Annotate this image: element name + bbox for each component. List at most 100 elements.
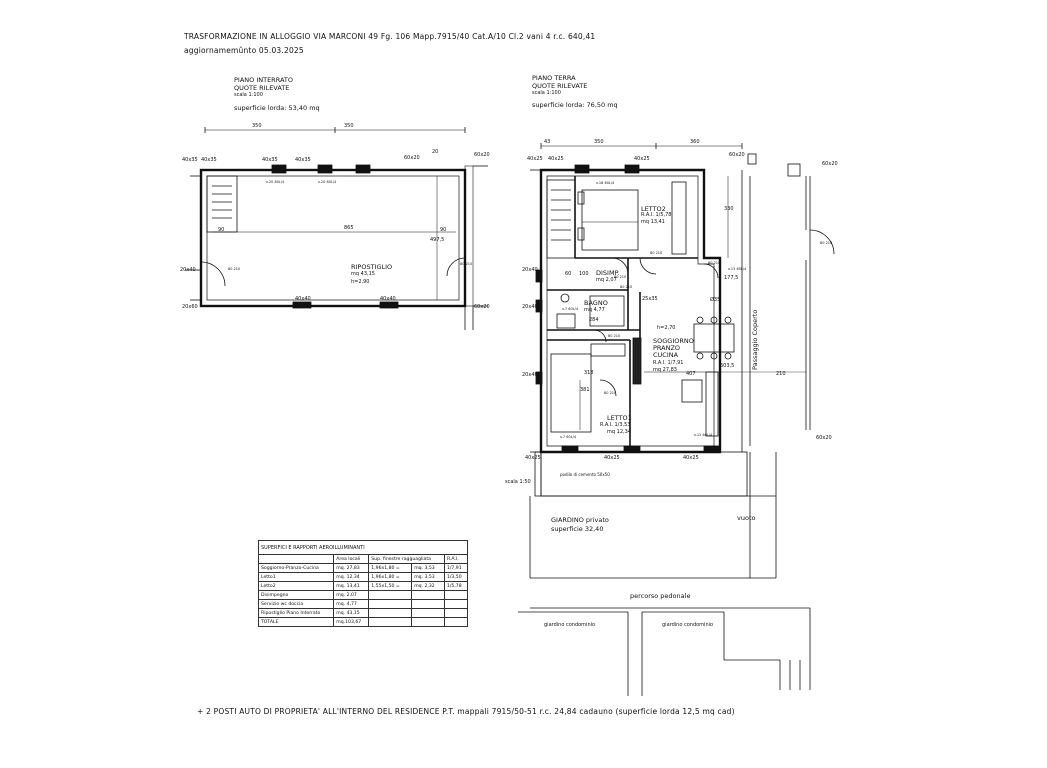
ground-diameter: Ø35 [710, 297, 721, 303]
room-ripostiglio-height: h=2,90 [351, 279, 370, 285]
table-cell [411, 590, 445, 600]
ground-window: 40x25 [683, 455, 699, 461]
room-soggiorno-area: mq 27,83 [653, 367, 677, 373]
ground-subtitle: QUOTE RILEVATE [532, 82, 588, 90]
basement-dim: 90 [218, 227, 225, 233]
table-cell: 1/5,78 [443, 581, 469, 591]
basement-dim: 20 [432, 149, 439, 155]
room-soggiorno-rai: R.A.I. 1/7,91 [653, 360, 684, 366]
basement-window: 40x35 [262, 157, 278, 163]
ground-window: 40x25 [548, 156, 564, 162]
basement-window: 60x20 [474, 304, 490, 310]
basement-door: 80 210 [228, 267, 241, 271]
ground-window: 40x25 [527, 156, 543, 162]
ground-window: 20x40 [522, 267, 538, 273]
ground-dim: 60 [565, 271, 572, 277]
table-cell: mq.103,67 [333, 617, 370, 627]
table-cell: mq. 2,32 [411, 581, 445, 591]
room-ripostiglio-area: mq 43,15 [351, 271, 375, 277]
ground-window: 40x25 [634, 156, 650, 162]
scale-note: scala 1:50 [505, 479, 531, 485]
room-letto2-rai: R.A.I. 1/5,78 [641, 212, 672, 218]
basement-dim: 497,5 [430, 237, 445, 243]
ground-door: 80 210 [608, 334, 621, 338]
basement-subtitle: QUOTE RILEVATE [234, 84, 290, 92]
ground-dim: 350 [594, 139, 604, 145]
basement-dim: 350 [252, 123, 262, 129]
ground-door: 80 210 [820, 241, 833, 245]
room-soggiorno: SOGGIORNO PRANZO CUCINA [653, 337, 694, 360]
table-cell [443, 590, 469, 600]
ground-window-ratio: v.7 60L/4 [562, 307, 579, 311]
ground-dim: 177,5 [724, 275, 739, 281]
basement-window: 40x40 [295, 296, 311, 302]
basement-dim: 350 [344, 123, 354, 129]
ground-window: 40x25 [525, 455, 541, 461]
basement-window: 20x60 [182, 304, 198, 310]
ground-window: 60x20 [729, 152, 745, 158]
table-cell: mq. 3,53 [411, 563, 445, 573]
ground-dim: 318 [584, 370, 594, 376]
table-cell: Ripostiglio Piano Interrato [257, 608, 335, 618]
table-cell [443, 599, 469, 609]
areas-table: SUPERFICI E RAPPORTI AEROILLUMINANTI Are… [257, 540, 469, 627]
sidewalk-label: podilo di cemento 50x50 [560, 472, 610, 477]
ground-window: 20x40 [522, 304, 538, 310]
basement-window: 40x40 [380, 296, 396, 302]
room-letto1-rai: R.A.I. 1/3,53 [600, 422, 631, 428]
drawing-title: TRASFORMAZIONE IN ALLOGGIO VIA MARCONI 4… [184, 32, 596, 41]
ground-scale: scala 1:100 [532, 90, 561, 96]
garden-area: superficie 32,40 [551, 525, 604, 533]
table-header: Area locali [333, 554, 370, 564]
room-disimpegno-area: mq 2,07 [596, 277, 617, 283]
garden-name: GIARDINO privato [551, 516, 609, 524]
footer-note: + 2 POSTI AUTO DI PROPRIETA' ALL'INTERNO… [197, 707, 735, 716]
basement-window: 60x20 [474, 152, 490, 158]
ground-height: h=2,70 [657, 325, 676, 331]
basement-window-ratio: v.20 80L/4 [266, 180, 285, 184]
room-bagno: BAGNO [584, 299, 608, 307]
ground-window: 40x25 [604, 455, 620, 461]
table-cell: mq. 43,15 [333, 608, 370, 618]
basement-door: 80 210 [460, 262, 473, 266]
update-date: aggiornamemûnto 05.03.2025 [184, 46, 304, 55]
basement-area: superficie lorda: 53,40 mq [234, 104, 320, 112]
ground-walls [518, 143, 835, 696]
room-letto2: LETTO2 [641, 205, 666, 213]
ground-window: 60x20 [822, 161, 838, 167]
ground-dim: 284 [589, 317, 599, 323]
table-cell: Letto2 [257, 581, 335, 591]
table-cell: 1,55x1,50 = [368, 581, 413, 591]
table-cell [411, 608, 445, 618]
basement-dim: 865 [344, 225, 354, 231]
table-cell [411, 617, 445, 627]
ground-window-ratio: v.13 60L/4 [728, 267, 747, 271]
table-cell [368, 590, 413, 600]
ground-window: 20x40 [522, 372, 538, 378]
ground-dim: 603,5 [720, 363, 735, 369]
table-cell [368, 599, 413, 609]
basement-scale: scala 1:100 [234, 92, 263, 98]
room-letto1: LETTO1 [607, 414, 632, 422]
ground-dim: 43 [544, 139, 551, 145]
table-cell [368, 617, 413, 627]
table-cell: Letto1 [257, 572, 335, 582]
table-cell: mq. 2,07 [333, 590, 370, 600]
table-cell: mq. 27,83 [333, 563, 370, 573]
basement-title: PIANO INTERRATO [234, 76, 293, 84]
basement-dim: 90 [440, 227, 447, 233]
room-letto2-area: mq 13,41 [641, 219, 665, 225]
table-cell: 1/7,91 [443, 563, 469, 573]
ground-dim: 210 [776, 371, 786, 377]
ground-door: 80 210 [614, 275, 627, 279]
basement-window: 40x35 [182, 157, 198, 163]
room-bagno-area: mq 4,77 [584, 307, 605, 313]
ground-title: PIANO TERRA [532, 74, 576, 82]
table-cell [443, 608, 469, 618]
ground-window-ratio: v.12 60L/4 [694, 433, 713, 437]
ground-window-ratio: v.18 60L/4 [596, 181, 615, 185]
